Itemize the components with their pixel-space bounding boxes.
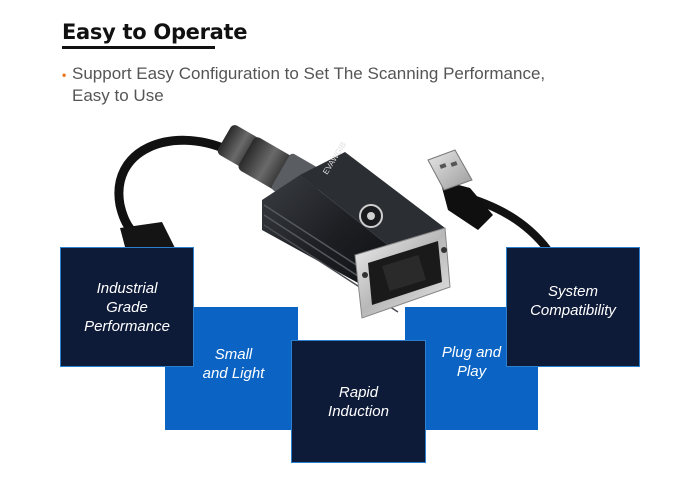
feature-box-industrial-grade: Industrial Grade Performance [60,247,194,367]
bullet-dot-icon: • [62,68,67,82]
bullet-text: Support Easy Configuration to Set The Sc… [72,64,546,105]
page-title: Easy to Operate [62,20,248,44]
feature-label: Industrial Grade Performance [84,279,170,335]
feature-label: Rapid Induction [328,383,389,420]
feature-label: System Compatibility [530,283,616,319]
feature-label: Plug and Play [441,343,502,380]
title-underline [62,46,215,49]
feature-box-rapid-induction: Rapid Induction [291,340,426,463]
feature-bullet: • Support Easy Configuration to Set The … [62,63,582,107]
feature-box-system-compatibility: System Compatibility [506,247,640,367]
scanner-front [354,227,451,319]
usb-plug [427,149,493,230]
feature-label: Small and Light [202,345,265,382]
